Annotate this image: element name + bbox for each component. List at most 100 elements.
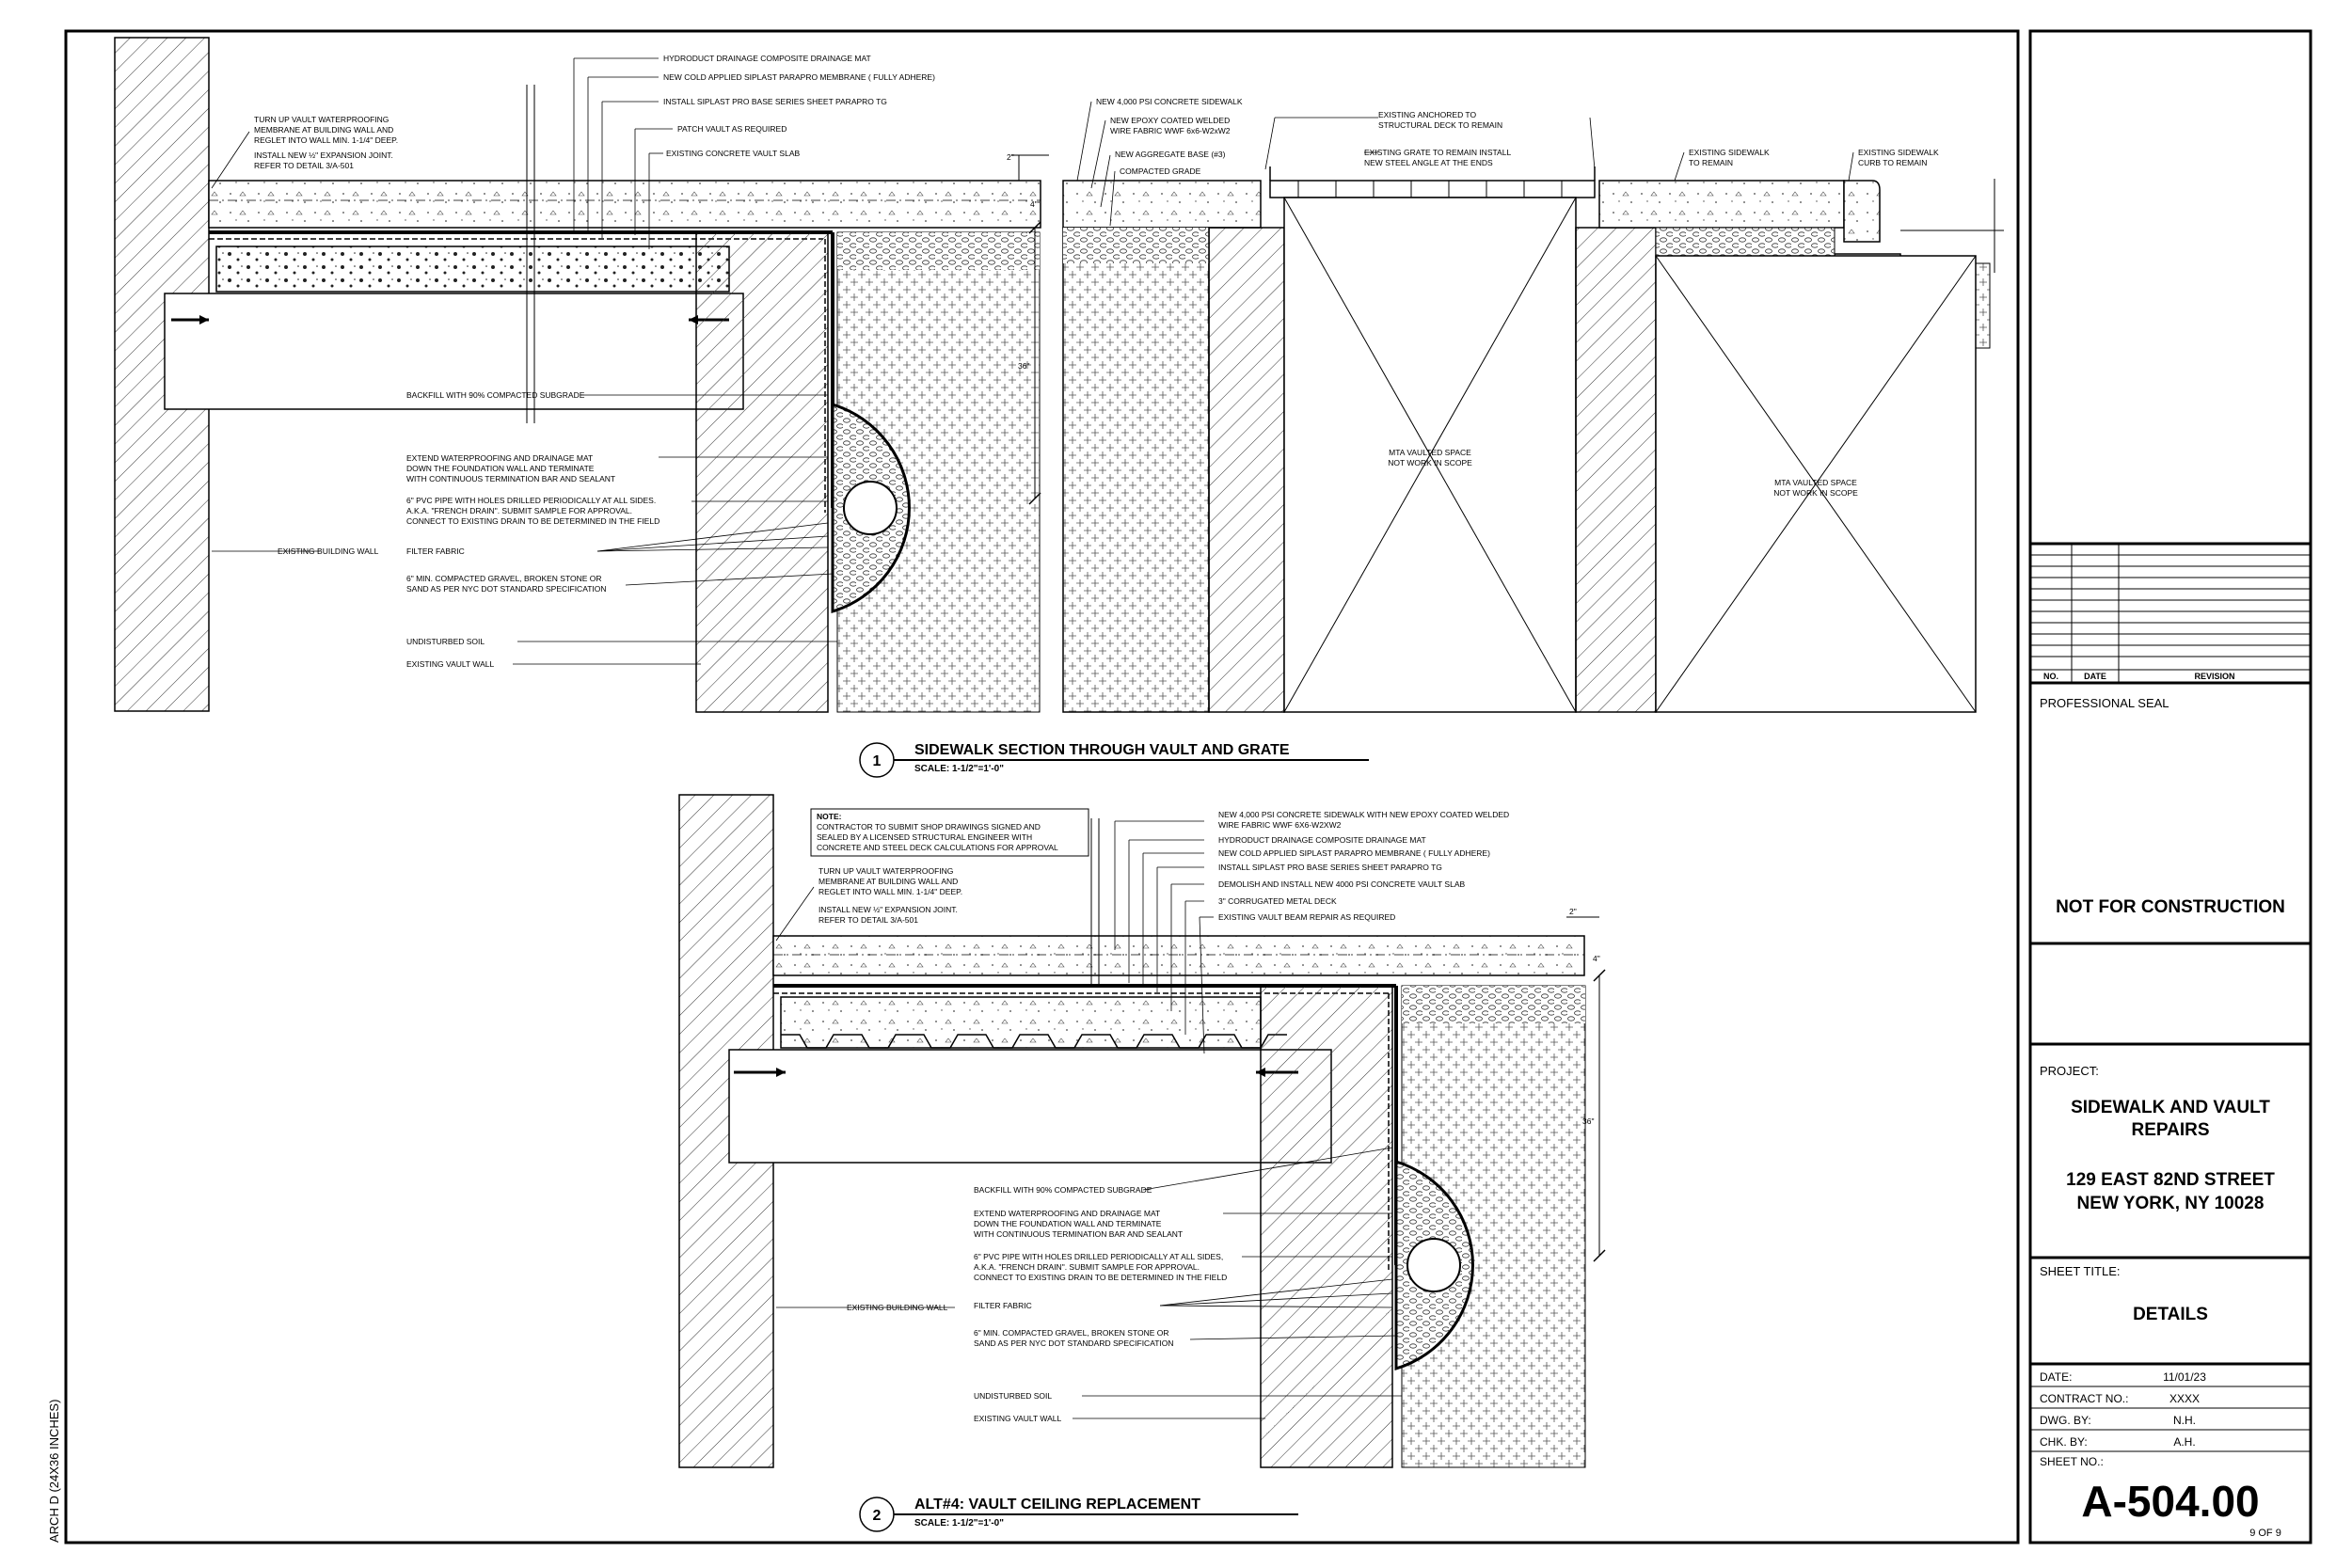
d1-label-membrane: NEW COLD APPLIED SIPLAST PARAPRO MEMBRAN… (663, 72, 935, 82)
d1-label-exist-sidewalk-2: TO REMAIN (1689, 158, 1733, 167)
sheet-size-label: ARCH D (24X36 INCHES) (47, 1400, 61, 1543)
d1-title: SIDEWALK SECTION THROUGH VAULT AND GRATE (914, 742, 1290, 758)
checked-by-value: A.H. (2173, 1435, 2195, 1449)
d1-label-filter: FILTER FABRIC (406, 546, 465, 556)
not-for-construction: NOT FOR CONSTRUCTION (2056, 897, 2285, 917)
d1-label-extend-2: DOWN THE FOUNDATION WALL AND TERMINATE (406, 464, 595, 473)
d1-label-extend-3: WITH CONTINUOUS TERMINATION BAR AND SEAL… (406, 474, 615, 483)
d1-label-anchored-1: EXISTING ANCHORED TO (1378, 110, 1476, 119)
d1-label-curb-1: EXISTING SIDEWALK (1858, 148, 1939, 157)
d2-label-extend-2: DOWN THE FOUNDATION WALL AND TERMINATE (974, 1219, 1162, 1228)
d2-label-turnup-3: REGLET INTO WALL MIN. 1-1/4" DEEP. (818, 887, 962, 896)
d1-label-extend-1: EXTEND WATERPROOFING AND DRAINAGE MAT (406, 453, 593, 463)
detail-2-drawing (678, 794, 1606, 1468)
sheet-title: DETAILS (2133, 1305, 2208, 1324)
contract-label: CONTRACT NO.: (2040, 1392, 2128, 1405)
d2-note-line-2: SEALED BY A LICENSED STRUCTURAL ENGINEER… (817, 832, 1032, 842)
d2-label-filter: FILTER FABRIC (974, 1301, 1032, 1310)
sheet-title-label: SHEET TITLE: (2040, 1264, 2121, 1278)
rev-header-revision: REVISION (2194, 672, 2234, 681)
d1-number: 1 (873, 753, 882, 769)
d2-label-sidewalk-1: NEW 4,000 PSI CONCRETE SIDEWALK WITH NEW… (1218, 810, 1509, 819)
d1-vault-space-1-line-2: NOT WORK IN SCOPE (1388, 458, 1472, 467)
professional-seal-label: PROFESSIONAL SEAL (2040, 696, 2169, 710)
d2-label-vault-wall: EXISTING VAULT WALL (974, 1414, 1061, 1423)
project-label: PROJECT: (2040, 1064, 2099, 1078)
date-label: DATE: (2040, 1370, 2072, 1384)
d1-label-probase: INSTALL SIPLAST PRO BASE SERIES SHEET PA… (663, 97, 887, 106)
d2-scale: SCALE: 1-1/2"=1'-0" (914, 1518, 1004, 1528)
d1-label-pvc-3: CONNECT TO EXISTING DRAIN TO BE DETERMIN… (406, 516, 660, 526)
d2-label-backfill: BACKFILL WITH 90% COMPACTED SUBGRADE (974, 1185, 1152, 1195)
page-count: 9 OF 9 (2249, 1528, 2281, 1539)
rev-header-no: NO. (2043, 672, 2058, 681)
d1-label-vault-slab: EXISTING CONCRETE VAULT SLAB (666, 149, 801, 158)
d2-label-turnup-2: MEMBRANE AT BUILDING WALL AND (818, 877, 958, 886)
d1-label-gravel-1: 6" MIN. COMPACTED GRAVEL, BROKEN STONE O… (406, 574, 602, 583)
rev-header-date: DATE (2084, 672, 2106, 681)
d2-label-turnup-1: TURN UP VAULT WATERPROOFING (818, 866, 953, 876)
d1-label-aggregate: NEW AGGREGATE BASE (#3) (1115, 150, 1226, 159)
d1-label-exist-sidewalk-1: EXISTING SIDEWALK (1689, 148, 1770, 157)
d1-label-pvc-2: A.K.A. "FRENCH DRAIN". SUBMIT SAMPLE FOR… (406, 506, 632, 515)
d1-vault-space-2-line-2: NOT WORK IN SCOPE (1773, 488, 1858, 498)
d2-label-gravel-2: SAND AS PER NYC DOT STANDARD SPECIFICATI… (974, 1338, 1174, 1348)
d1-label-grate-2: NEW STEEL ANGLE AT THE ENDS (1364, 158, 1493, 167)
d1-label-backfill: BACKFILL WITH 90% COMPACTED SUBGRADE (406, 390, 585, 400)
d1-label-turnup-1: TURN UP VAULT WATERPROOFING (254, 115, 389, 124)
d1-label-wwf-2: WIRE FABRIC WWF 6x6-W2xW2 (1110, 126, 1231, 135)
detail-1-drawing (114, 37, 2004, 713)
d1-label-expjoint-1: INSTALL NEW ½" EXPANSION JOINT. (254, 150, 393, 160)
d2-dim-36in: 36" (1582, 1117, 1594, 1126)
sheet-no-label: SHEET NO.: (2040, 1455, 2104, 1468)
d1-label-gravel-2: SAND AS PER NYC DOT STANDARD SPECIFICATI… (406, 584, 607, 594)
d2-label-beam: EXISTING VAULT BEAM REPAIR AS REQUIRED (1218, 912, 1395, 922)
title-block-border (2028, 29, 2312, 1544)
d2-label-gravel-1: 6" MIN. COMPACTED GRAVEL, BROKEN STONE O… (974, 1328, 1169, 1338)
d2-label-soil: UNDISTURBED SOIL (974, 1391, 1052, 1401)
d2-label-expjoint-1: INSTALL NEW ½" EXPANSION JOINT. (818, 905, 958, 914)
d2-dim-2in: 2" (1569, 907, 1577, 916)
d1-label-hydroduct: HYDRODUCT DRAINAGE COMPOSITE DRAINAGE MA… (663, 54, 871, 63)
d1-label-grate-1: EXISTING GRATE TO REMAIN INSTALL (1364, 148, 1511, 157)
d2-note-line-3: CONCRETE AND STEEL DECK CALCULATIONS FOR… (817, 843, 1058, 852)
drawn-by-value: N.H. (2173, 1414, 2196, 1427)
sheet-border (64, 29, 2020, 1544)
d2-dim-4in: 4" (1593, 954, 1600, 963)
d1-label-wwf-1: NEW EPOXY COATED WELDED (1110, 116, 1230, 125)
d2-label-deck: 3" CORRUGATED METAL DECK (1218, 896, 1337, 906)
d2-title: ALT#4: VAULT CEILING REPLACEMENT (914, 1497, 1200, 1513)
d2-label-building-wall: EXISTING BUILDING WALL (847, 1303, 948, 1312)
d1-label-expjoint-2: REFER TO DETAIL 3/A-501 (254, 161, 354, 170)
d2-number: 2 (873, 1508, 882, 1524)
d2-label-demolish: DEMOLISH AND INSTALL NEW 4000 PSI CONCRE… (1218, 879, 1465, 889)
sheet-number: A-504.00 (2081, 1477, 2259, 1526)
d1-vault-space-1-line-1: MTA VAULTED SPACE (1389, 448, 1471, 457)
d1-label-compacted: COMPACTED GRADE (1120, 166, 1201, 176)
project-name-line-1: SIDEWALK AND VAULT (2071, 1098, 2270, 1117)
d1-label-sidewalk: NEW 4,000 PSI CONCRETE SIDEWALK (1096, 97, 1243, 106)
d2-label-extend-3: WITH CONTINUOUS TERMINATION BAR AND SEAL… (974, 1229, 1183, 1239)
d1-label-turnup-3: REGLET INTO WALL MIN. 1-1/4" DEEP. (254, 135, 398, 145)
project-name-line-2: REPAIRS (2131, 1120, 2209, 1140)
d2-label-pvc-1: 6" PVC PIPE WITH HOLES DRILLED PERIODICA… (974, 1252, 1223, 1261)
d2-label-pvc-2: A.K.A. "FRENCH DRAIN". SUBMIT SAMPLE FOR… (974, 1262, 1200, 1272)
d1-label-patch: PATCH VAULT AS REQUIRED (677, 124, 787, 134)
checked-by-label: CHK. BY: (2040, 1435, 2088, 1449)
d2-label-hydroduct: HYDRODUCT DRAINAGE COMPOSITE DRAINAGE MA… (1218, 835, 1426, 845)
d2-note-line-1: CONTRACTOR TO SUBMIT SHOP DRAWINGS SIGNE… (817, 822, 1041, 832)
d2-label-expjoint-2: REFER TO DETAIL 3/A-501 (818, 915, 918, 925)
d2-label-sidewalk-2: WIRE FABRIC WWF 6X6-W2XW2 (1218, 820, 1342, 830)
d1-scale: SCALE: 1-1/2"=1'-0" (914, 764, 1004, 774)
d2-label-extend-1: EXTEND WATERPROOFING AND DRAINAGE MAT (974, 1209, 1160, 1218)
d1-dim-4in: 4" (1030, 199, 1038, 209)
d1-label-vault-wall: EXISTING VAULT WALL (406, 659, 494, 669)
date-value: 11/01/23 (2163, 1370, 2206, 1384)
d1-label-pvc-1: 6" PVC PIPE WITH HOLES DRILLED PERIODICA… (406, 496, 656, 505)
d2-note-title: NOTE: (817, 812, 842, 821)
d1-vault-space-2-line-1: MTA VAULTED SPACE (1774, 478, 1857, 487)
contract-value: XXXX (2169, 1392, 2200, 1405)
d2-label-pvc-3: CONNECT TO EXISTING DRAIN TO BE DETERMIN… (974, 1273, 1227, 1282)
d1-label-soil: UNDISTURBED SOIL (406, 637, 485, 646)
